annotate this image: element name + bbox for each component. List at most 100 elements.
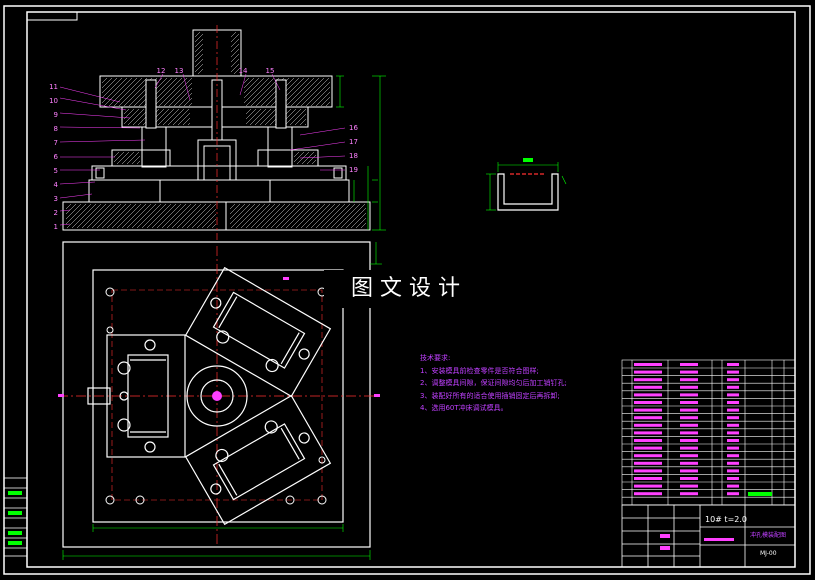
parts-list-cell [634,439,662,442]
parts-list-cell [727,477,739,480]
part-number-label: 14 [239,67,248,75]
parts-list-cell [680,363,698,366]
parts-list-cell [634,416,662,420]
slide-block-lower-right [184,394,332,526]
parts-list-cell [680,446,698,450]
notes-item: 3、装配好所有的适合使用插销固定后再拆卸; [420,391,560,400]
part-number-label: 19 [349,166,358,174]
sheet-border-outer [3,5,811,575]
plan-markers [58,277,380,397]
parts-list-cell [634,477,662,480]
part-number-label: 1 [54,223,58,231]
parts-list-cell [727,423,739,427]
part-number-label: 9 [54,111,58,119]
parts-list-cell [727,469,739,473]
part-number-label: 11 [49,83,58,91]
part-number-label: 2 [54,209,58,217]
parts-list [621,359,796,506]
parts-list-cell [727,393,739,397]
part-labels-left: 11 10 9 8 7 6 5 4 3 2 1 [49,83,58,231]
parts-list-cell [727,439,739,442]
parts-list-cell [680,423,698,427]
part-number-label: 5 [54,167,58,175]
parts-list-cell [634,393,662,397]
parts-list-cell [634,408,662,412]
technical-requirements: 技术要求: 1、安装模具前检查零件是否符合图样; 2、调整模具间隙，保证间隙均匀… [420,352,567,415]
part-number-label: 16 [349,124,358,132]
parts-list-cell [634,385,662,389]
parts-list-cell [680,439,698,442]
parts-list-cell [727,378,739,382]
parts-list-cell [727,454,739,458]
notes-item: 1、安装模具前检查零件是否符合图样; [420,366,539,375]
parts-list-cell [634,469,662,473]
parts-list-cell [634,423,662,427]
corner-tab [26,11,78,21]
sheet-border-inner [26,11,796,568]
parts-list-cell [680,492,698,496]
parts-list-cell [634,454,662,458]
parts-list-cell [680,378,698,382]
parts-list-cell [727,370,739,374]
part-number-label: 8 [54,125,58,133]
title-block-drawing-name: 冲孔模装配图 [750,532,787,539]
plan-holes [105,287,327,505]
parts-list-cell [748,492,772,496]
dimensions-front [336,75,386,231]
title-block-fills [660,534,734,550]
parts-list-cell [634,370,662,374]
parts-list-cell [680,393,698,397]
parts-list-cell [680,408,698,412]
parts-list-cell [680,370,698,374]
parts-list-cell [634,461,662,465]
part-number-label: 3 [54,195,58,203]
title-block-drawing-code: MJ-00 [760,550,777,557]
parts-list-cell [727,401,739,404]
part-number-label: 4 [54,181,59,189]
slide-block-left [87,334,186,458]
left-stamp-text [8,491,22,545]
parts-list-cell [727,484,739,488]
leaders [59,73,346,226]
parts-list-cell [727,408,739,412]
parts-list-cell [680,469,698,473]
parts-list-cell [727,416,739,420]
parts-list-cell [727,385,739,389]
part-number-label: 13 [175,67,184,75]
left-stamp-strip [3,477,28,557]
notes-item: 4、选用60T冲床调试模具。 [420,404,508,412]
title-block-spec: 10# t=2.0 [705,515,747,524]
part-number-label: 18 [349,152,358,160]
center-punch-circle [186,365,248,427]
parts-list-cell [680,385,698,389]
part-number-label: 7 [54,139,58,147]
slide-block-upper-right [184,266,332,398]
watermark-banner: 图文设计 [324,270,494,308]
parts-list-cell [727,431,739,435]
part-number-label: 6 [54,153,59,161]
parts-list-cell [727,492,739,496]
parts-list-cell [680,454,698,458]
parts-list-cell [634,378,662,382]
part-detail-dims [486,158,567,211]
parts-list-cell [727,363,739,366]
parts-list-cell [680,431,698,435]
parts-list-cell [680,416,698,420]
parts-list-cell [727,461,739,465]
part-number-label: 10 [49,97,58,105]
plan-hole-pattern [111,289,323,501]
parts-list-cell [680,484,698,488]
notes-title: 技术要求: [420,354,451,362]
part-detail-view [497,173,559,211]
dimensions-plan [62,242,382,560]
title-block [621,504,796,568]
parts-list-cell [634,363,662,366]
parts-list-cell [634,492,662,496]
parts-list-cell [727,446,739,450]
parts-list-cell [634,446,662,450]
parts-list-cell [680,461,698,465]
part-number-label: 12 [157,67,166,75]
